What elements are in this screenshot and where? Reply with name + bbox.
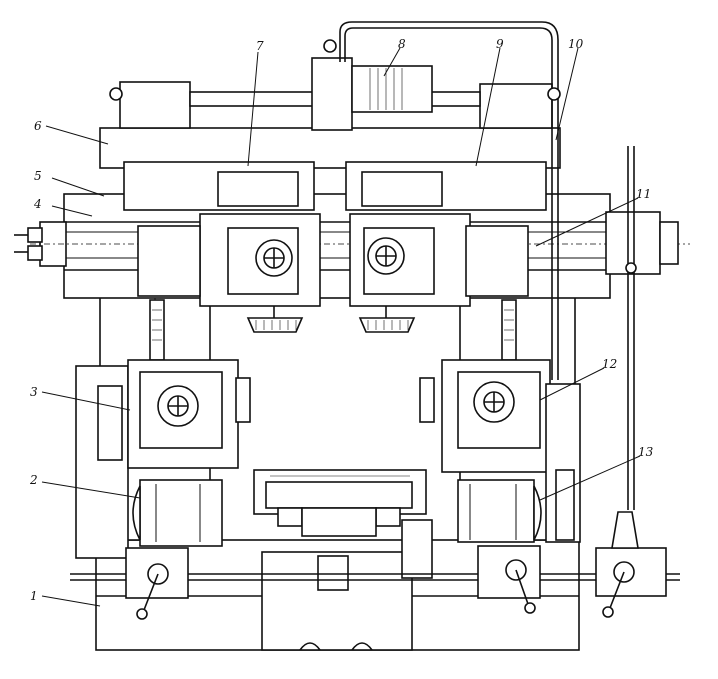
- label-4: 4: [33, 197, 42, 211]
- label-2: 2: [29, 473, 38, 487]
- left-top-head: [123, 161, 321, 333]
- label-7: 7: [256, 39, 264, 53]
- label-10: 10: [568, 37, 584, 51]
- left-side-head: [75, 359, 251, 559]
- work-table: [253, 469, 433, 579]
- label-12: 12: [602, 357, 617, 371]
- feed-boxes: [70, 511, 680, 620]
- rail-control-box: [605, 146, 679, 510]
- label-3: 3: [30, 385, 38, 399]
- label-11: 11: [636, 187, 651, 201]
- label-13: 13: [638, 445, 654, 459]
- top-beam: [99, 21, 561, 380]
- leader-lines: [41, 47, 641, 607]
- label-5: 5: [34, 169, 42, 183]
- label-9: 9: [496, 37, 504, 51]
- label-1: 1: [30, 589, 38, 603]
- label-8: 8: [398, 37, 406, 51]
- part-labels: 1 2 3 4 5 6 7 8 9 10 11 12 13: [29, 37, 654, 603]
- right-top-head: [345, 161, 547, 333]
- label-6: 6: [34, 119, 42, 133]
- right-side-head: [419, 359, 581, 543]
